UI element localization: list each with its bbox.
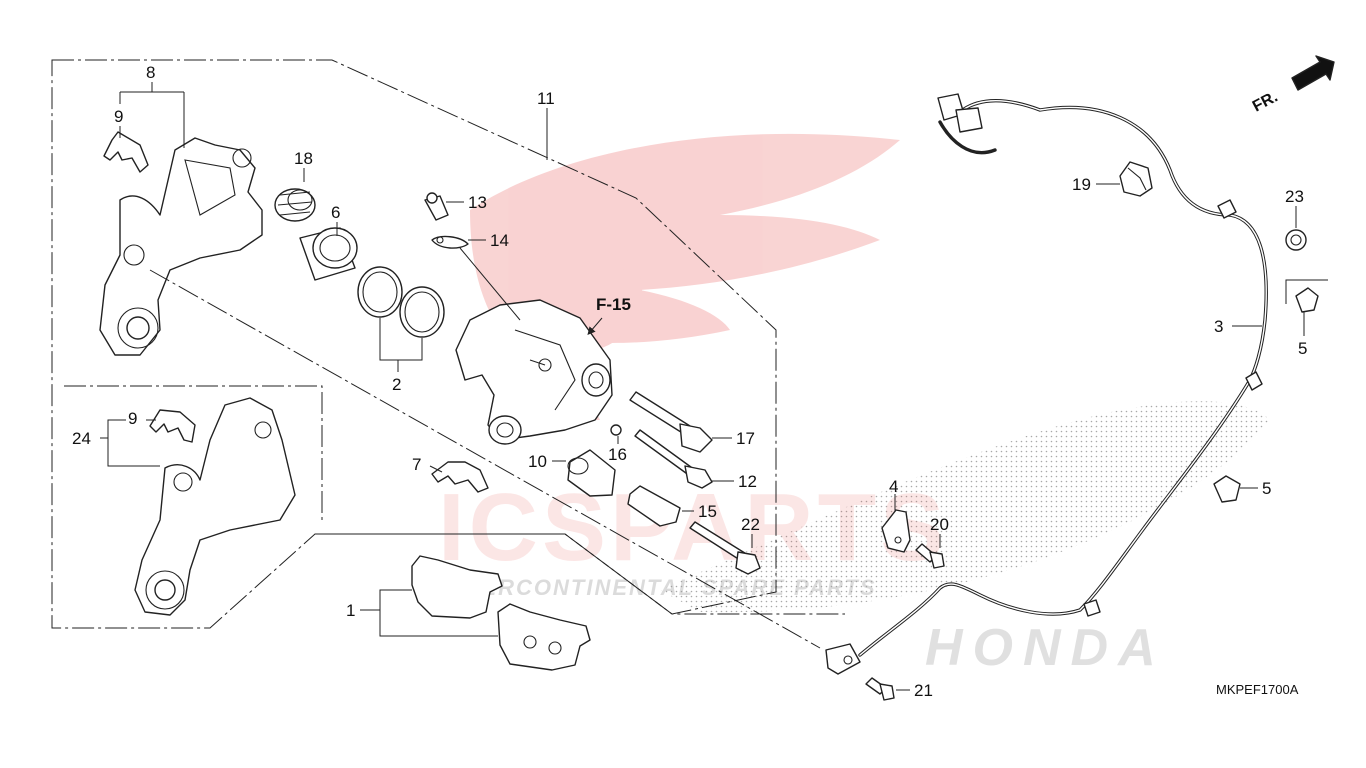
callout-4: 4: [889, 477, 898, 496]
callout-11: 11: [537, 89, 555, 108]
stay-bolt: [915, 543, 945, 569]
long-bolt: [689, 521, 761, 575]
assembly-boundaries: [51, 59, 845, 629]
sleeve: [567, 449, 616, 497]
leader-lines: [100, 82, 1305, 691]
front-direction-arrow: [1291, 55, 1335, 91]
piston: [299, 227, 358, 281]
sensor-bolt: [865, 677, 895, 701]
watermark-wing-logo: [470, 133, 900, 420]
callout-20: 20: [930, 515, 949, 534]
cable-guide-clip-boxed: [1285, 279, 1328, 313]
callout-14: 14: [490, 231, 509, 250]
cable-guide-clip: [1213, 475, 1241, 503]
callout-12: 12: [738, 472, 757, 491]
callout-23: 23: [1285, 187, 1304, 206]
callout-19: 19: [1072, 175, 1091, 194]
watermark-maker: HONDA: [925, 619, 1166, 677]
callout-22: 22: [741, 515, 760, 534]
watermark-tagline: INTERCONTINENTAL SPARE PARTS: [440, 575, 877, 600]
callout-5-lower: 5: [1262, 479, 1271, 498]
callout-17: 17: [736, 429, 755, 448]
dotted-swoosh: [660, 401, 1270, 613]
callout-15: 15: [698, 502, 717, 521]
callout-13: 13: [468, 193, 487, 212]
callout-8: 8: [146, 63, 155, 82]
wheel-speed-sensor-cable: [825, 93, 1268, 675]
callout-21: 21: [914, 681, 933, 700]
brake-pads: [411, 555, 591, 671]
callout-5-upper: 5: [1298, 339, 1307, 358]
callout-24: 24: [72, 429, 91, 448]
caliper-bracket: [99, 137, 263, 356]
callout-6: 6: [331, 203, 340, 222]
callout-2: 2: [392, 375, 401, 394]
cable-clamp: [1119, 161, 1153, 197]
callout-18: 18: [294, 149, 313, 168]
callout-10: 10: [528, 452, 547, 471]
front-direction-label: FR.: [1250, 88, 1281, 115]
bracket-alt: [134, 397, 296, 616]
o-ring: [610, 424, 622, 436]
reference-label: F-15: [596, 295, 631, 314]
callout-9-upper: 9: [114, 107, 123, 126]
pad-spring-clip-alt: [149, 409, 196, 443]
pin-bolt: [634, 429, 713, 489]
callout-16: 16: [608, 445, 627, 464]
callout-9-lower: 9: [128, 409, 137, 428]
caliper-pin: [629, 391, 713, 453]
callout-labels: 1 2 3 4 5 5 6 7 8 9 9 10 11 12 13 14 15 …: [72, 63, 1307, 700]
callout-1: 1: [346, 601, 355, 620]
pad-spring: [431, 461, 489, 493]
pad-spring-clip: [103, 131, 149, 173]
reference-arrow: [587, 317, 603, 336]
bleeder-screw: [424, 192, 449, 221]
pin-boot: [627, 485, 681, 527]
watermark-dot-swoosh: [660, 401, 1270, 613]
callout-7: 7: [412, 455, 421, 474]
caliper-body: [455, 299, 613, 445]
drawing-code: MKPEF1700A: [1216, 682, 1299, 697]
sensor-stay: [881, 509, 911, 553]
band-clip: [1285, 229, 1307, 251]
callout-3: 3: [1214, 317, 1223, 336]
piston-seals: [357, 266, 445, 338]
bleeder-cap: [431, 235, 469, 249]
boot: [274, 188, 316, 222]
